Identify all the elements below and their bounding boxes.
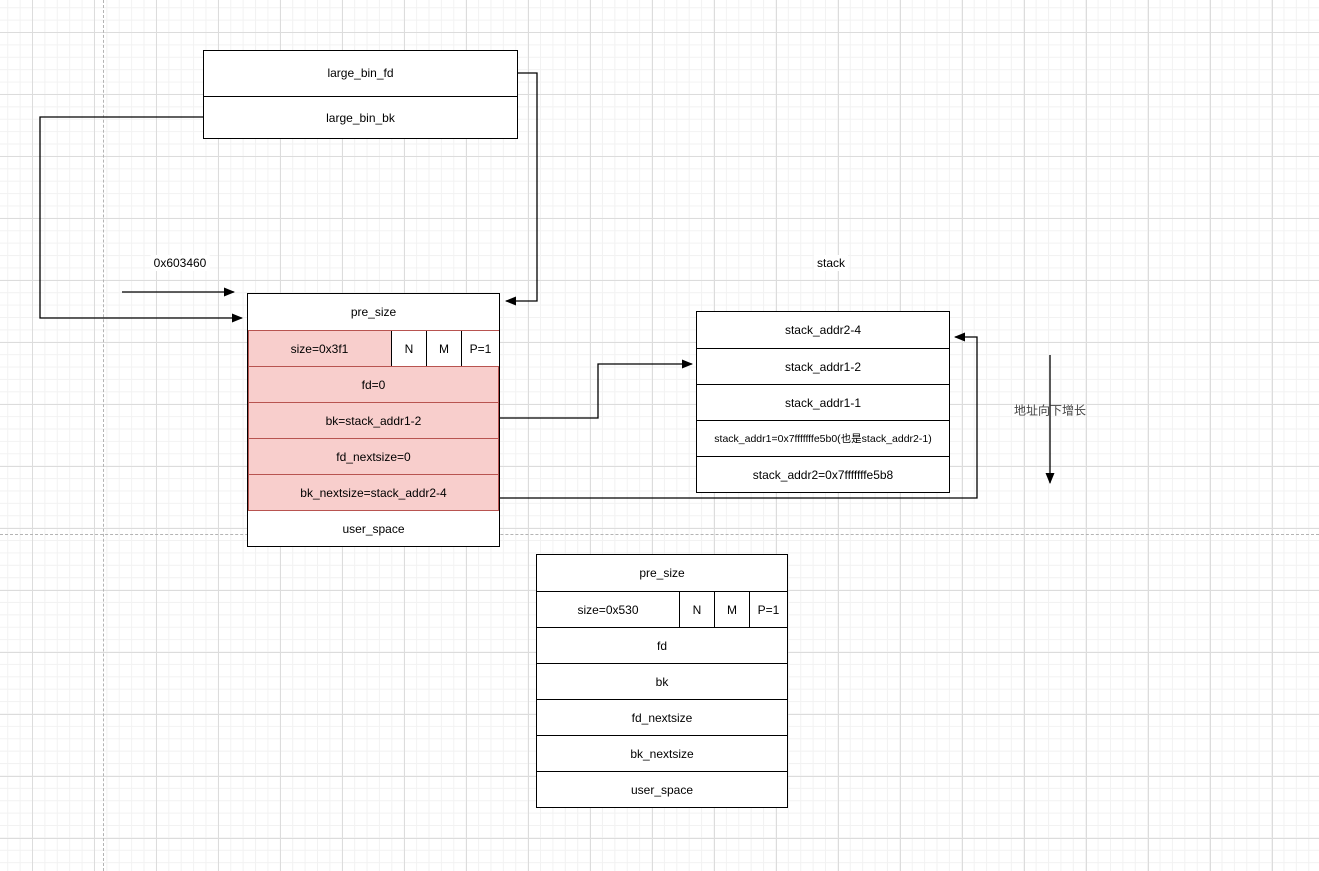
large-bin-bk-row[interactable]: large_bin_bk [204, 95, 517, 141]
next-chunk-flag-p-cell[interactable]: P=1 [749, 592, 787, 627]
next-chunk-flag-n-cell[interactable]: N [679, 592, 714, 627]
freed-chunk-size-label: size=0x3f1 [290, 341, 349, 356]
freed-chunk-box[interactable]: pre_size size=0x3f1 N M P=1 fd=0 bk=stac… [247, 293, 500, 547]
connector-largebin-bk-to-chunk [39, 116, 243, 323]
freed-chunk-fd-nextsize-row[interactable]: fd_nextsize=0 [248, 438, 499, 474]
next-chunk-bk-nextsize-row[interactable]: bk_nextsize [537, 735, 787, 771]
next-chunk-size-row[interactable]: size=0x530 N M P=1 [537, 591, 787, 627]
freed-chunk-pre-size-row[interactable]: pre_size [350, 305, 397, 319]
freed-chunk-flag-m-cell[interactable]: M [426, 331, 461, 366]
next-chunk-fd-row[interactable]: fd [537, 627, 787, 663]
large-bin-fd-row[interactable]: large_bin_fd [327, 66, 394, 81]
freed-chunk-flag-n-cell[interactable]: N [391, 331, 426, 366]
address-growth-label[interactable]: 地址向下增长 [1013, 403, 1087, 418]
freed-chunk-flag-p-cell[interactable]: P=1 [461, 331, 499, 366]
freed-chunk-user-space-row[interactable]: user_space [248, 510, 499, 546]
stack-addr1-1-row[interactable]: stack_addr1-1 [697, 384, 949, 420]
freed-chunk-fd-row[interactable]: fd=0 [248, 366, 499, 402]
freed-chunk-bk-nextsize-row[interactable]: bk_nextsize=stack_addr2-4 [248, 474, 499, 510]
connector-bk-to-stack [500, 359, 693, 419]
next-chunk-size-label: size=0x530 [577, 602, 639, 617]
stack-addr2-value-row[interactable]: stack_addr2=0x7fffffffe5b8 [697, 456, 949, 492]
next-chunk-flag-m-cell[interactable]: M [714, 592, 749, 627]
next-chunk-pre-size-row[interactable]: pre_size [639, 566, 685, 580]
stack-addr1-value-row[interactable]: stack_addr1=0x7fffffffe5b0(也是stack_addr2… [697, 420, 949, 456]
page-break-vertical [103, 0, 104, 871]
next-chunk-fd-nextsize-row[interactable]: fd_nextsize [537, 699, 787, 735]
stack-title-label[interactable]: stack [813, 255, 849, 271]
chunk-address-label[interactable]: 0x603460 [150, 255, 210, 271]
next-chunk-box[interactable]: pre_size size=0x530 N M P=1 fd bk fd_nex… [536, 554, 788, 808]
stack-addr2-4-row[interactable]: stack_addr2-4 [784, 323, 862, 337]
page-break-horizontal [0, 534, 1319, 535]
freed-chunk-size-row[interactable]: size=0x3f1 N M P=1 [248, 330, 499, 366]
large-bin-box[interactable]: large_bin_fd large_bin_bk [203, 50, 518, 139]
stack-addr1-2-row[interactable]: stack_addr1-2 [697, 348, 949, 384]
next-chunk-user-space-row[interactable]: user_space [537, 771, 787, 807]
freed-chunk-bk-row[interactable]: bk=stack_addr1-2 [248, 402, 499, 438]
next-chunk-bk-row[interactable]: bk [537, 663, 787, 699]
stack-box[interactable]: stack_addr2-4 stack_addr1-2 stack_addr1-… [696, 311, 950, 493]
